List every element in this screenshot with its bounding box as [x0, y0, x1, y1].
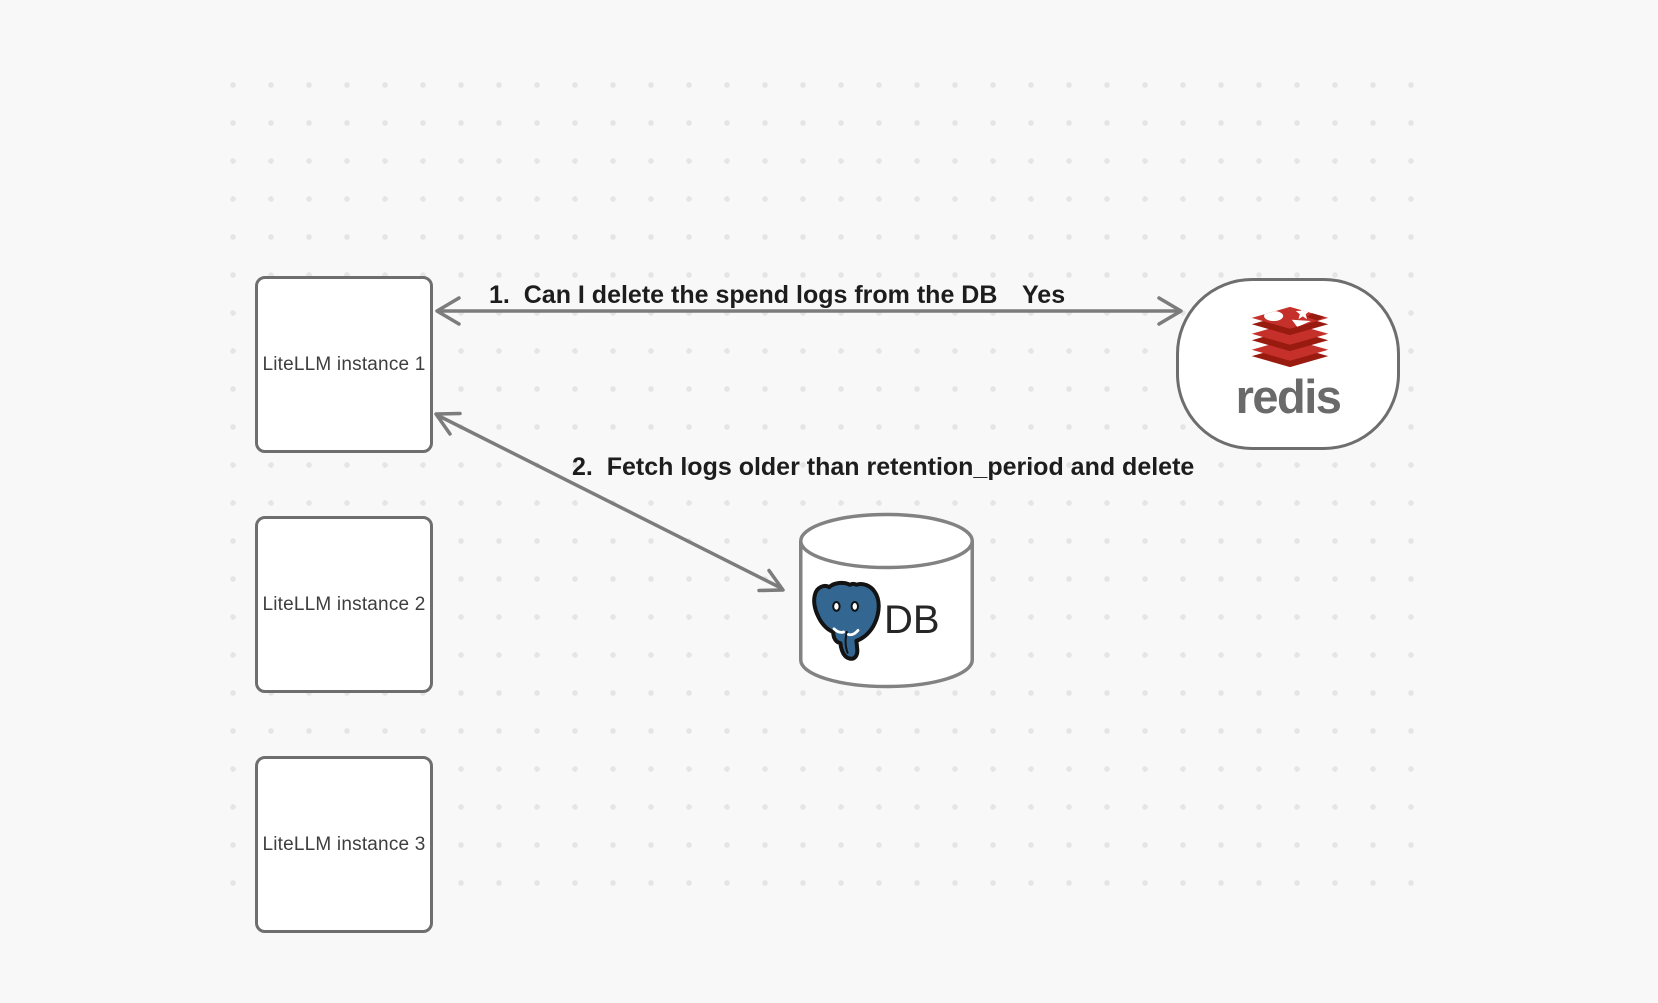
redis-logo-icon	[1251, 306, 1329, 368]
db-label: DB	[884, 598, 940, 642]
node-redis[interactable]: redis	[1176, 278, 1400, 450]
node-label: LiteLLM instance 2	[262, 593, 426, 615]
node-litellm-instance-1[interactable]: LiteLLM instance 1	[255, 276, 433, 453]
node-label: LiteLLM instance 1	[262, 353, 426, 375]
arrow-instance1-db[interactable]	[434, 411, 785, 593]
node-label: LiteLLM instance 3	[262, 833, 426, 855]
node-litellm-instance-3[interactable]: LiteLLM instance 3	[255, 756, 433, 933]
node-postgres-db[interactable]: DB	[798, 511, 975, 689]
arrow-instance1-redis[interactable]	[435, 296, 1183, 326]
redis-wordmark: redis	[1235, 370, 1342, 423]
flow-label-step1: 1. Can I delete the spend logs from the …	[489, 281, 998, 309]
flow-label-step2: 2. Fetch logs older than retention_perio…	[572, 453, 1195, 481]
flow-label-step1-answer: Yes	[1022, 281, 1066, 309]
postgresql-elephant-icon	[812, 580, 881, 661]
node-litellm-instance-2[interactable]: LiteLLM instance 2	[255, 516, 433, 693]
